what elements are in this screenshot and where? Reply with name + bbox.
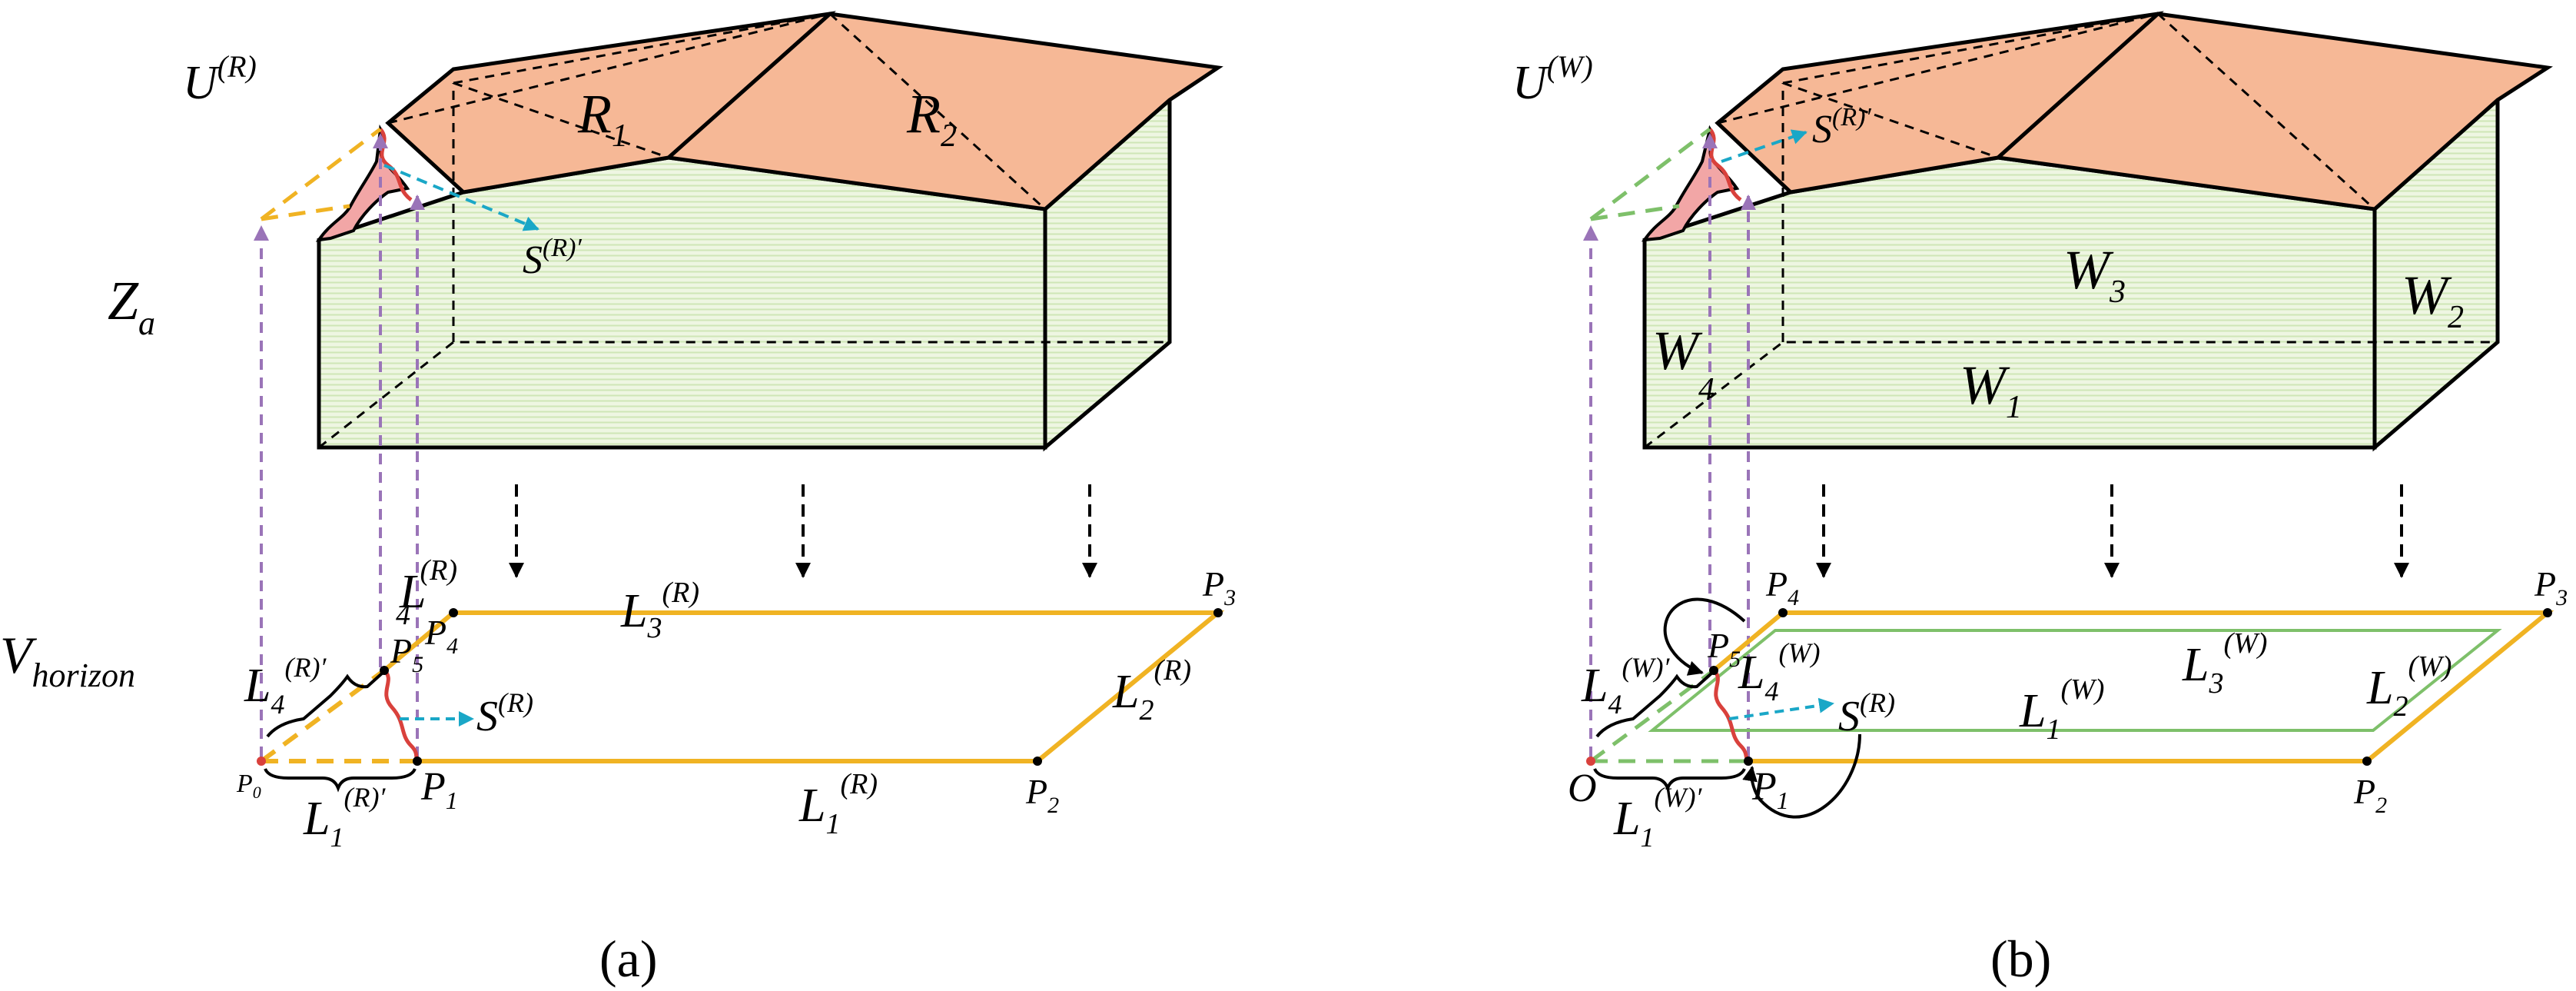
label-l1-w: L1(W) [2019, 673, 2104, 746]
label-p1-b: P1 [1751, 765, 1789, 814]
label-s-r-prime: S(R)′ [523, 234, 582, 282]
panel-b-curved-arrow-bottom [1742, 733, 1861, 819]
label-r2: R2 [906, 83, 957, 154]
label-s-r-b: S(R) [1838, 687, 1895, 740]
label-w1: W1 [1960, 354, 2022, 425]
label-w2: W2 [2402, 264, 2464, 335]
label-p1-a: P1 [420, 765, 458, 814]
panel-b-brace-l1 [1593, 768, 1746, 793]
label-u-r: U(R) [183, 49, 257, 109]
panel-b-hidden-edges [1644, 12, 2498, 449]
caption-a: (a) [599, 929, 658, 988]
label-v-horizon: Vhorizon [0, 626, 135, 694]
label-l1-r: L1(R) [798, 768, 878, 840]
label-p2-a: P2 [1025, 772, 1059, 818]
label-w3: W3 [2063, 239, 2126, 310]
label-l4-w-prime: L4(W)′ [1581, 652, 1670, 720]
label-l1-r-prime: L1(R)′ [303, 782, 386, 853]
label-o: O [1568, 767, 1597, 810]
panel-b-ground-red-curve [1712, 669, 1750, 763]
label-l2-r: L2(R) [1112, 654, 1191, 727]
panel-a: U(R) Za R1 R2 S(R)′ Vhorizon L(R)4 L3(R)… [0, 11, 1236, 988]
panel-a-cyan-arrow-top [383, 164, 539, 231]
label-l2-w: L2(W) [2366, 650, 2452, 723]
panel-b-purple-projections [1583, 133, 1756, 757]
panel-a-vertices [257, 608, 1223, 766]
panel-b-brace-l4 [1595, 671, 1714, 738]
panel-a-hidden-edges [318, 12, 1170, 449]
panel-b-roof-left [1715, 11, 2164, 195]
label-za: Za [108, 270, 155, 342]
panel-b-roof-right [1993, 12, 2554, 211]
panel-a-down-arrows [509, 484, 1097, 578]
panel-a-purple-projections [254, 133, 425, 757]
panel-a-yellow-dashed [260, 128, 382, 221]
label-u-w: U(W) [1512, 49, 1593, 109]
panel-b-green-dashed [1589, 128, 1711, 221]
label-p3-a: P3 [1202, 564, 1236, 610]
label-s-r-prime-b: S(R)′ [1812, 103, 1871, 151]
panel-b-down-arrows [1816, 484, 2409, 578]
panel-a-brace-l1 [264, 768, 417, 793]
label-p0: P0 [236, 770, 261, 802]
panel-b-curved-arrow-top [1663, 597, 1746, 676]
label-r1: R1 [577, 83, 628, 154]
panel-b-cyan-arrow-top [1721, 129, 1808, 163]
label-l3-w: L3(W) [2182, 627, 2267, 700]
label-p4-b: P4 [1765, 564, 1799, 610]
panel-a-roof-r1 [385, 11, 836, 195]
panel-a-brace-l4 [266, 671, 384, 738]
label-l1-w-prime: L1(W)′ [1613, 782, 1702, 853]
panel-a-front-wall [317, 155, 1047, 450]
label-p3-b: P3 [2534, 564, 2568, 610]
panel-b: U(W) S(R)′ W3 W2 W4 W1 P4 P3 P5 L4(W) L3… [1512, 11, 2568, 988]
label-s-r-a: S(R) [476, 687, 533, 740]
label-p2-b: P2 [2353, 772, 2387, 818]
label-l3-r: L3(R) [620, 577, 699, 644]
label-w4: W4 [1652, 320, 1715, 407]
panel-b-cyan-arrow-bottom [1728, 697, 1834, 720]
panel-a-roof-r2 [664, 12, 1223, 211]
label-p4-a: P4 [424, 613, 458, 659]
label-p5-a: P5 [390, 631, 423, 677]
label-l4-r: L(R)4 [396, 554, 457, 631]
label-l4-r-prime: L4(R)′ [244, 652, 327, 720]
label-l4-w: L4(W) [1738, 637, 1820, 707]
label-p5-b: P5 [1707, 626, 1741, 672]
panel-a-ground-red-curve [383, 669, 420, 763]
panel-b-inner-polygon [1648, 629, 2502, 732]
caption-b: (b) [1990, 929, 2051, 988]
panel-b-vertices [1586, 608, 2552, 766]
